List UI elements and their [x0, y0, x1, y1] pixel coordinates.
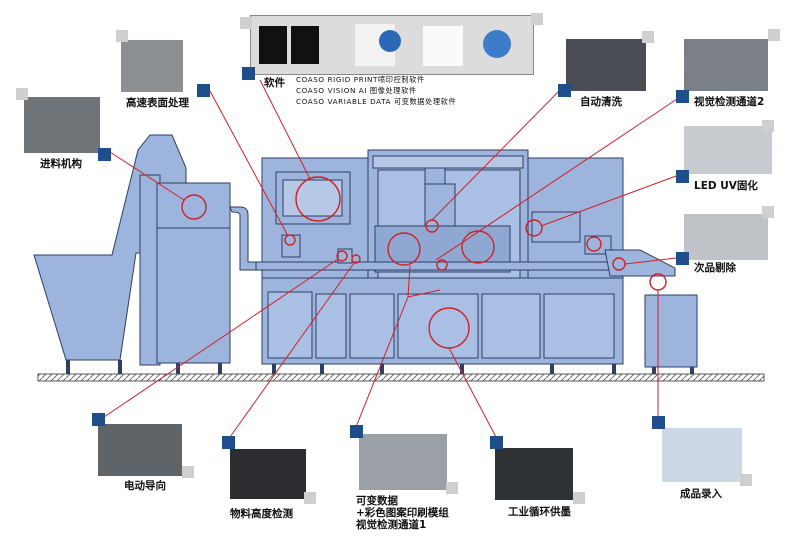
marker-guide: [336, 250, 348, 262]
label-vision2: 视觉检测通道2: [694, 96, 765, 108]
corner-tab: [116, 30, 128, 42]
label-ink: 工业循环供墨: [508, 506, 571, 518]
swatch: [676, 90, 689, 103]
swatch: [92, 413, 105, 426]
software-line: COASO VARIABLE DATA 可变数据处理软件: [296, 97, 457, 106]
ink-supply-photo: [495, 448, 573, 500]
corner-tab: [182, 466, 194, 478]
software-line: COASO RIGID PRINT喷印控制软件: [296, 75, 425, 84]
marker-vision2: [525, 219, 543, 237]
label-variable-3: 视觉检测通道1: [356, 519, 427, 531]
label-software: 软件: [264, 77, 285, 89]
corner-tab: [240, 17, 252, 29]
swatch: [676, 252, 689, 265]
label-reject: 次品剔除: [694, 262, 736, 274]
floor: [37, 373, 765, 382]
swatch: [652, 416, 665, 429]
guide-photo: [98, 424, 182, 476]
corner-tab: [762, 120, 774, 132]
label-height: 物料高度检测: [230, 508, 293, 520]
print-module-photo: [359, 434, 447, 490]
feeding-mechanism-photo: [24, 97, 100, 153]
corner-tab: [304, 492, 316, 504]
corner-tab: [762, 206, 774, 218]
corner-tab: [16, 88, 28, 100]
label-guide: 电动导向: [124, 480, 166, 492]
swatch: [98, 148, 111, 161]
output-box: [644, 294, 698, 368]
swatch: [197, 84, 210, 97]
label-auto-clean: 自动清洗: [580, 96, 622, 108]
reject-photo: [684, 214, 768, 260]
marker-uv: [586, 236, 602, 252]
swatch: [558, 84, 571, 97]
swatch: [490, 436, 503, 449]
marker-software: [295, 176, 341, 222]
corner-tab: [573, 492, 585, 504]
software-list: COASO RIGID PRINT喷印控制软件 COASO VISION AI …: [296, 74, 456, 107]
label-variable-2: +彩色图案印刷模组: [356, 507, 449, 519]
corner-tab: [768, 29, 780, 41]
corner-tab: [531, 13, 543, 25]
corner-tab: [642, 31, 654, 43]
marker-vision1: [436, 259, 448, 271]
marker-surface: [284, 234, 296, 246]
marker-feeder: [181, 194, 207, 220]
swatch: [350, 425, 363, 438]
corner-tab: [446, 482, 458, 494]
outfeed-ramp: [604, 249, 676, 277]
swatch: [676, 170, 689, 183]
output-photo: [662, 428, 742, 482]
vision2-photo: [684, 39, 768, 91]
marker-height: [351, 254, 361, 264]
software-line: COASO VISION AI 图像处理软件: [296, 86, 417, 95]
surface-treatment-photo: [121, 40, 183, 92]
software-screenshot-photo: [250, 15, 534, 75]
label-output: 成品录入: [680, 488, 722, 500]
height-detect-photo: [230, 449, 306, 499]
marker-print-2: [461, 230, 495, 264]
auto-clean-photo: [566, 39, 646, 91]
swatch: [242, 67, 255, 80]
label-surface: 高速表面处理: [126, 97, 189, 109]
swatch: [222, 436, 235, 449]
led-uv-photo: [684, 126, 772, 174]
feeder-cabinet: [156, 182, 231, 364]
marker-print-1: [387, 232, 421, 266]
label-feeding: 进料机构: [40, 158, 82, 170]
label-variable-1: 可变数据: [356, 495, 398, 507]
label-led-uv: LED UV固化: [694, 180, 758, 192]
corner-tab: [740, 474, 752, 486]
